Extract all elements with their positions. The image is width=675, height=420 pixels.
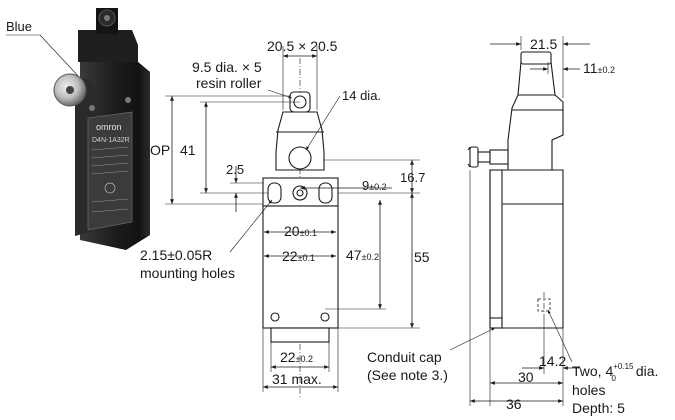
roller-label-1: 9.5 dia. × 5 <box>192 59 262 75</box>
dim-16-7: 16.7 <box>400 170 425 185</box>
dim-41: 41 <box>180 142 196 158</box>
mount-label-2: mounting holes <box>140 265 235 281</box>
head-width-dim: 20.5 × 20.5 <box>267 38 338 54</box>
dim-31: 31 max. <box>272 371 322 387</box>
dim-21-5: 21.5 <box>530 36 557 52</box>
product-photo: Blue omron D4N-1A32R <box>6 8 150 250</box>
dim-22-bottom: 22±0.2 <box>280 349 313 365</box>
mount-label-1: 2.15±0.05R <box>140 247 212 263</box>
brand-text: omron <box>96 122 122 132</box>
dim-2-5: 2.5 <box>226 162 244 177</box>
side-view: 21.5 11±0.2 Conduit cap (See note 3.) 14… <box>367 36 658 416</box>
front-view: 9.5 dia. × 5 resin roller 20.5 × 20.5 14… <box>140 38 430 398</box>
roller-label-2: resin roller <box>196 75 262 91</box>
label-plate <box>87 111 133 231</box>
dim-11: 11±0.2 <box>583 60 615 76</box>
dim-14-2: 14.2 <box>539 353 566 369</box>
dim-47: 47±0.2 <box>346 247 379 263</box>
switch-head <box>78 30 138 62</box>
dim-9: 9±0.2 <box>362 178 387 193</box>
holes-label-2: holes <box>572 382 605 398</box>
conduit-label-2: (See note 3.) <box>367 367 448 383</box>
color-label: Blue <box>6 19 32 34</box>
dim-30: 30 <box>518 369 534 385</box>
dim-36: 36 <box>506 396 522 412</box>
dim-20: 20±0.1 <box>284 223 317 239</box>
conduit-label-1: Conduit cap <box>367 349 442 365</box>
dim-55: 55 <box>414 249 430 265</box>
dim-22-inner: 22±0.1 <box>282 248 315 264</box>
op-dim: OP <box>150 142 170 158</box>
model-text: D4N-1A32R <box>92 137 130 144</box>
holes-label-3: Depth: 5 <box>572 400 625 416</box>
hole-dia-label: 14 dia. <box>342 88 381 103</box>
